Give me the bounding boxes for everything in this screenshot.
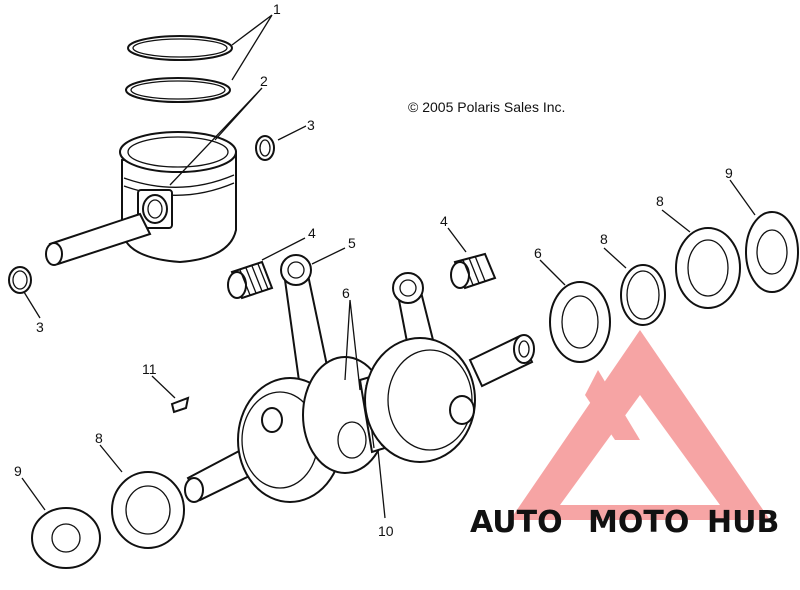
callouts: 1 2 3 3 4 4 5 6 8 8 8 9 9 10 11 6 [14,1,733,539]
callout-6-right: 6 [534,245,542,261]
piston-rings [125,35,233,103]
callout-11: 11 [142,361,157,377]
seal-ring-left [31,507,101,569]
callout-4-left: 4 [308,225,316,241]
watermark-hub: HUB [707,505,779,540]
wrist-pin [45,212,152,266]
needle-bearing-left [227,260,274,300]
spacer-ring [620,264,666,326]
callout-9-left: 9 [14,463,22,479]
watermark-text: AUTO MOTO HUB [470,505,779,540]
woodruff-key [170,396,190,414]
seal-left [111,471,185,549]
seal-ring-right [745,211,799,293]
callout-3-upper: 3 [307,117,315,133]
callout-7: 8 [600,231,608,247]
crankshaft [184,334,535,503]
watermark-auto: AUTO [470,505,563,540]
callout-1: 1 [273,1,281,17]
piston [119,131,237,264]
leader-lines [21,14,756,519]
callout-6-center: 6 [342,285,350,301]
watermark-moto: MOTO [588,505,689,540]
callout-8-right: 8 [656,193,664,209]
copyright-notice: © 2005 Polaris Sales Inc. [408,99,565,115]
callout-10: 10 [378,523,394,539]
callout-9-right: 9 [725,165,733,181]
seal-right [675,227,741,309]
circlip-right [255,135,275,161]
bearing-right [549,281,611,363]
callout-8-left: 8 [95,430,103,446]
callout-5: 5 [348,235,356,251]
callout-2: 2 [260,73,268,89]
circlip-left [8,266,32,294]
callout-3-lower: 3 [36,319,44,335]
watermark-logo [510,330,770,520]
needle-bearing-right [450,252,497,290]
callout-4-right: 4 [440,213,448,229]
